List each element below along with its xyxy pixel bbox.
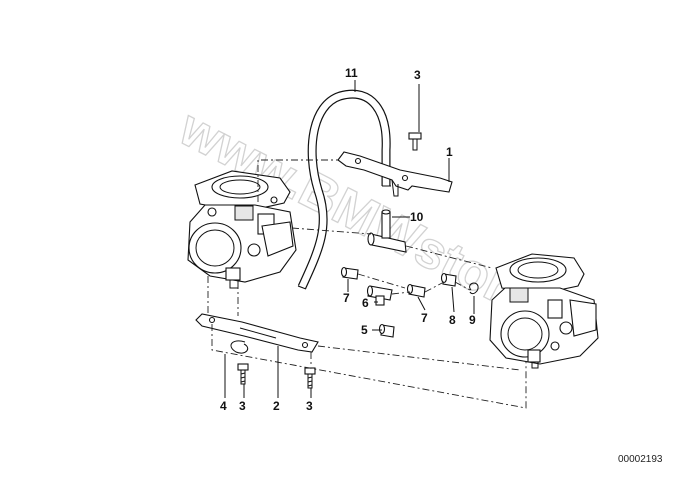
callout-6: 6 [362,296,369,310]
reference-number: 00002193 [618,454,663,465]
callouts: 11 3 1 10 7 6 7 8 9 5 4 3 2 3 [220,66,476,413]
upper-bracket [337,151,453,197]
vacuum-hose [297,89,391,290]
callout-2: 2 [273,399,280,413]
callout-3-bottom-left: 3 [239,399,246,413]
t-connector [367,209,407,253]
callout-9: 9 [469,313,476,327]
nozzles [340,266,457,338]
callout-7-left: 7 [343,291,350,305]
callout-3-bottom-right: 3 [306,399,313,413]
callout-10: 10 [410,210,424,224]
callout-7-right: 7 [421,311,428,325]
callout-11: 11 [345,66,358,80]
right-throttle-body [489,253,599,369]
callout-4: 4 [220,399,227,413]
callout-5: 5 [361,323,368,337]
lower-bracket [195,313,319,353]
clip [230,282,479,354]
left-throttle-body [187,170,297,289]
callout-8: 8 [449,313,456,327]
callout-1: 1 [446,145,453,159]
assembly-lines [207,159,527,409]
leader-lines [224,80,475,398]
callout-3-top: 3 [414,68,421,82]
